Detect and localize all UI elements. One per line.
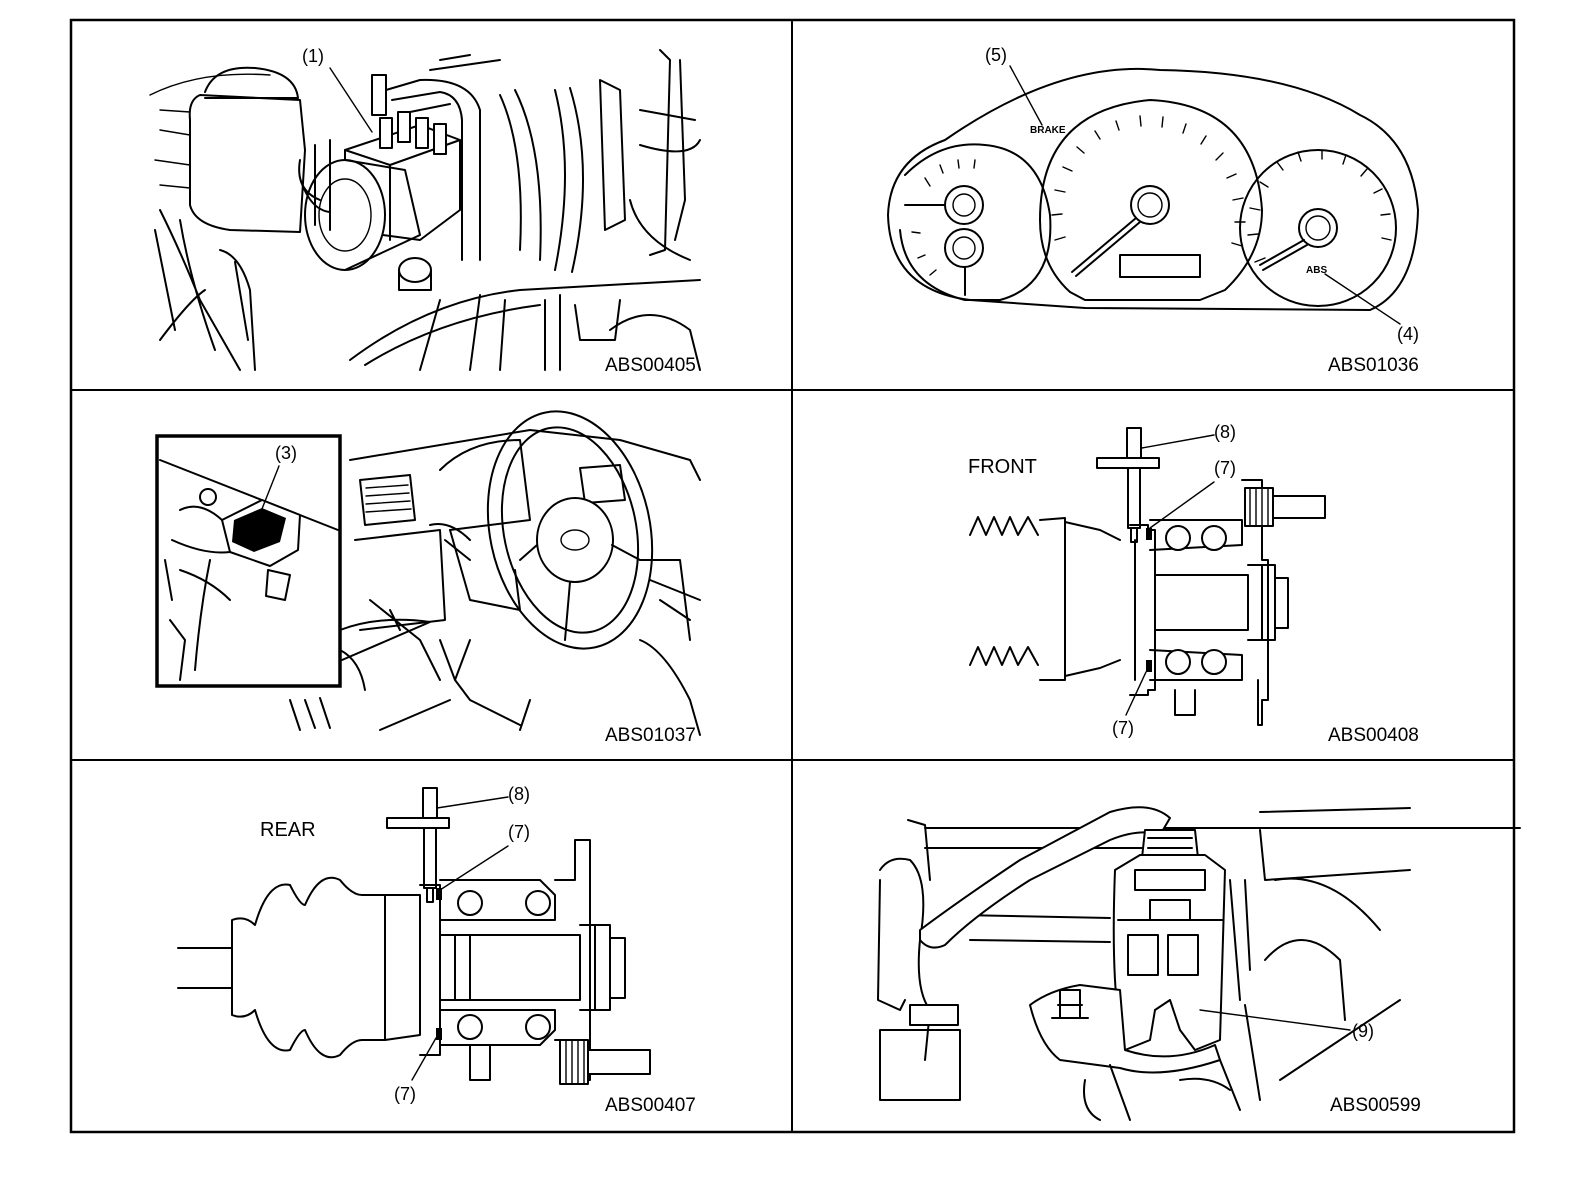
- callout-3: (3): [275, 443, 297, 463]
- callout-1-leader: [329, 67, 373, 133]
- callout-7-upper-leader: [1149, 481, 1215, 529]
- callout-5-leader: [1009, 65, 1043, 126]
- panel-instrument-cluster: BRAKE ABS (5) (4) ABS01036: [887, 45, 1419, 376]
- figure-code: ABS00408: [1328, 725, 1419, 746]
- callout-8-leader: [436, 796, 509, 809]
- callout-4-leader: [1324, 273, 1401, 325]
- speedometer-ticks: [1051, 115, 1246, 247]
- figure-code: ABS01037: [605, 725, 696, 746]
- callout-7-upper-leader: [439, 845, 509, 891]
- cluster-drawing: [887, 67, 1419, 311]
- panel-rear-sensor: REAR: [177, 784, 696, 1116]
- right-gauge-ticks: [1247, 149, 1392, 263]
- figure-code: ABS01036: [1328, 355, 1419, 376]
- callout-7-lower-leader: [411, 1037, 437, 1081]
- callout-4: (4): [1397, 324, 1419, 344]
- callout-8: (8): [508, 784, 530, 804]
- brake-warning-light: BRAKE: [1030, 125, 1066, 136]
- callout-7-lower: (7): [394, 1084, 416, 1104]
- rear-hub-section: [177, 787, 651, 1085]
- engine-bay-drawing: [149, 49, 701, 371]
- callout-9-leader: [1199, 1009, 1351, 1031]
- connector-detail-drawing: [159, 459, 339, 681]
- callout-3-leader: [255, 465, 280, 525]
- panel-grid: [69, 18, 1516, 1134]
- figure-code: ABS00599: [1330, 1095, 1421, 1116]
- g-sensor-drawing: [877, 806, 1521, 1121]
- panel-front-sensor: FRONT: [968, 422, 1419, 746]
- callout-7-upper: (7): [508, 822, 530, 842]
- panel-data-link-connector: (3) ABS0: [155, 410, 701, 746]
- front-hub-section: [969, 427, 1326, 726]
- connector-detail-inset: [155, 434, 342, 688]
- callout-7-upper: (7): [1214, 458, 1236, 478]
- callout-8-leader: [1141, 434, 1215, 449]
- callout-7-lower: (7): [1112, 718, 1134, 738]
- callout-8: (8): [1214, 422, 1236, 442]
- panel-hydraulic-unit: (1) ABS00405: [149, 46, 701, 376]
- callout-7-lower-leader: [1125, 671, 1147, 716]
- figure-code: ABS00405: [605, 355, 696, 376]
- callout-9: (9): [1352, 1021, 1374, 1041]
- callout-5: (5): [985, 45, 1007, 65]
- dashboard-drawing: [289, 410, 701, 736]
- panel-title: FRONT: [968, 456, 1037, 478]
- panel-g-sensor: (9) ABS00599: [877, 806, 1521, 1121]
- abs-warning-light: ABS: [1306, 265, 1327, 276]
- panel-title: REAR: [260, 819, 316, 841]
- figure-code: ABS00407: [605, 1095, 696, 1116]
- callout-1: (1): [302, 46, 324, 66]
